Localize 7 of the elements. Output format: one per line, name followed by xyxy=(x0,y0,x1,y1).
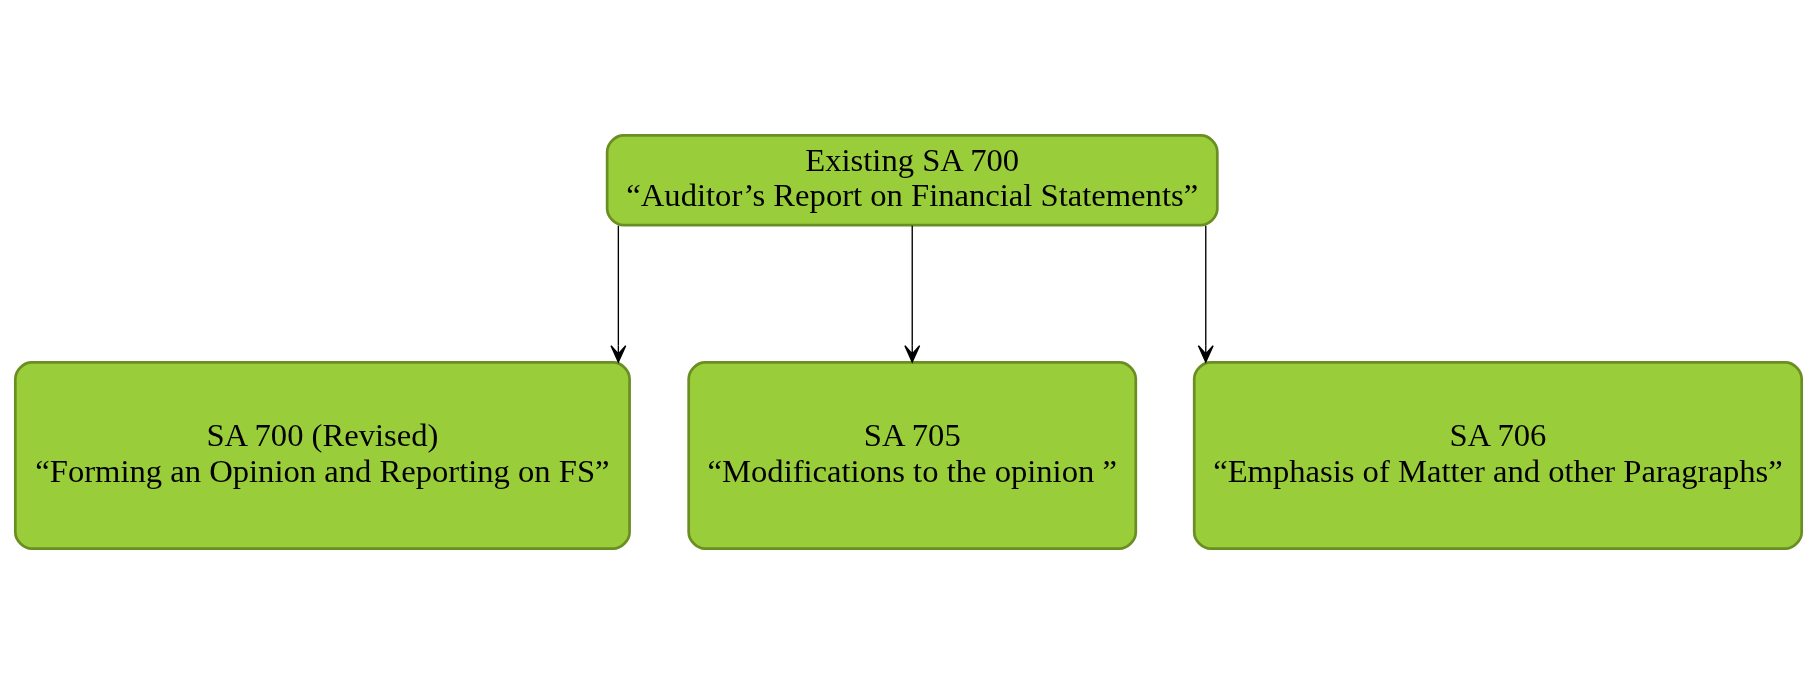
arrow xyxy=(904,224,921,363)
arrow xyxy=(610,224,627,363)
arrow xyxy=(1197,224,1214,363)
node-box: SA 705 “Modifications to the opinion ” xyxy=(687,360,1138,550)
node-box: Existing SA 700 “Auditor’s Report on Financial Statements” xyxy=(605,133,1219,226)
node-box: SA 700 (Revised) “Forming an Opinion and Reporting on FS” xyxy=(13,360,631,550)
node-box: SA 706 “Emphasis of Matter and other Paragraphs” xyxy=(1192,360,1804,550)
